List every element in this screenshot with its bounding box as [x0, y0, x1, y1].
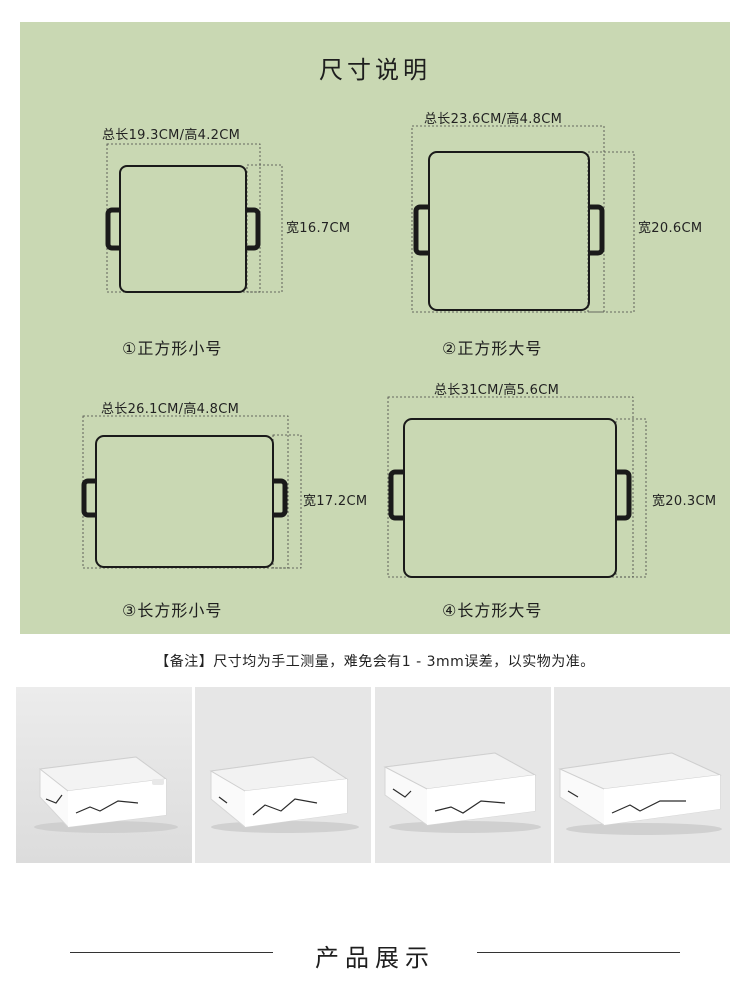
dish-4-caption: ④长方形大号	[442, 601, 543, 620]
product-photo-2	[195, 687, 371, 863]
dish-3-outline	[81, 415, 302, 569]
section-divider-right	[477, 952, 680, 953]
product-photo-1	[16, 687, 192, 863]
dish-3-caption: ③长方形小号	[122, 601, 223, 620]
dish-2-caption: ②正方形大号	[442, 339, 543, 358]
dish-3-width-label: 宽17.2CM	[303, 494, 368, 509]
size-panel-title: 尺寸说明	[319, 56, 431, 84]
product-photo-3	[375, 687, 551, 863]
dish-1-outline	[105, 143, 283, 293]
dish-1-width-label: 宽16.7CM	[286, 221, 351, 236]
dish-4-width-label: 宽20.3CM	[652, 494, 717, 509]
dish-outline-diagrams	[81, 125, 647, 578]
dish-2-length-label: 总长23.6CM/高4.8CM	[424, 112, 563, 127]
marble-baking-dish-illustration	[554, 687, 730, 863]
marble-baking-dish-illustration	[375, 687, 551, 863]
dish-4-length-label: 总长31CM/高5.6CM	[434, 383, 560, 398]
dish-2-outline	[411, 125, 635, 313]
measurement-note: 【备注】尺寸均为手工测量，难免会有1 - 3mm误差，以实物为准。	[155, 654, 595, 670]
dish-2-width-label: 宽20.6CM	[638, 221, 703, 236]
size-panel	[20, 22, 730, 634]
dish-1-length-label: 总长19.3CM/高4.2CM	[102, 128, 241, 143]
dish-1-caption: ①正方形小号	[122, 339, 223, 358]
marble-baking-dish-illustration	[16, 687, 192, 863]
dish-3-length-label: 总长26.1CM/高4.8CM	[101, 402, 240, 417]
product-photo-4	[554, 687, 730, 863]
section-divider-left	[70, 952, 273, 953]
dish-4-outline	[387, 396, 647, 578]
marble-baking-dish-illustration	[195, 687, 371, 863]
product-section-title: 产品展示	[315, 944, 435, 972]
